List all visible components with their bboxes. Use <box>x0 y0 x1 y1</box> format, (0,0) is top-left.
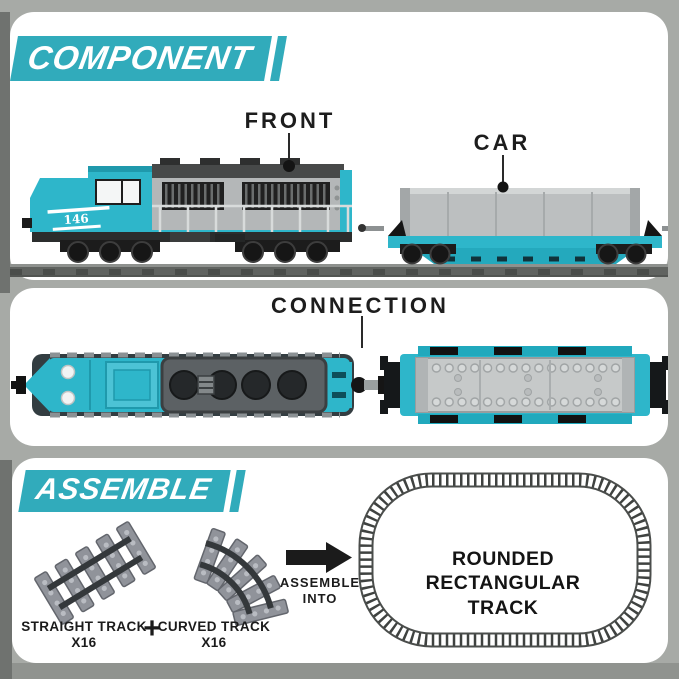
result-label-line1: ROUNDED RECTANGULAR <box>425 548 581 595</box>
rounded-rectangular-track-label: ROUNDED RECTANGULAR TRACK <box>372 547 634 620</box>
assemble-banner-label: ASSEMBLE <box>33 473 214 506</box>
locomotive-side-view: 146 <box>22 133 352 263</box>
bottom-shadow-strip <box>12 663 679 679</box>
rounded-rectangular-track-icon <box>358 472 652 648</box>
loco-number: 146 <box>63 211 89 227</box>
assemble-illustration <box>34 472 652 648</box>
cargo-car-side-view <box>358 155 668 265</box>
arrow-icon <box>286 542 352 573</box>
curved-track-name: CURVED TRACK <box>157 619 271 634</box>
train-side-view-illustration: 146 <box>10 133 668 277</box>
connection-label: CONNECTION <box>271 293 449 318</box>
curved-track-qty: X16 <box>201 634 227 650</box>
component-panel: 146 <box>10 12 668 280</box>
front-label: FRONT <box>244 108 336 133</box>
plus-sign: + <box>143 612 161 645</box>
assemble-banner: ASSEMBLE <box>18 470 231 512</box>
rail-track-side <box>10 264 668 277</box>
arrow-caption-line2: INTO <box>302 590 338 606</box>
coupling-connector <box>351 376 384 394</box>
straight-track-icon <box>34 521 156 625</box>
left-shadow-strip-bottom <box>0 460 12 679</box>
curved-track-icon <box>193 527 289 627</box>
arrow-caption-line1: ASSEMBLE <box>279 575 361 590</box>
assemble-panel <box>12 458 668 663</box>
component-banner: COMPONENT <box>10 36 272 81</box>
component-banner-label: COMPONENT <box>24 39 255 76</box>
connection-panel <box>10 288 668 446</box>
front-pointer-dot <box>283 160 295 172</box>
straight-track-qty: X16 <box>71 634 97 650</box>
car-label: CAR <box>473 130 531 155</box>
train-top-view-illustration <box>11 316 668 424</box>
straight-track-label: STRAIGHT TRACK X16 <box>14 619 154 650</box>
left-shadow-strip-top <box>0 12 10 293</box>
curved-track-label: CURVED TRACK X16 <box>144 619 284 650</box>
cargo-car-top-view <box>380 346 668 424</box>
locomotive-top-view <box>11 352 354 418</box>
result-label-line2: TRACK <box>467 596 539 619</box>
straight-track-name: STRAIGHT TRACK <box>21 619 147 634</box>
arrow-caption: ASSEMBLE INTO <box>275 575 365 606</box>
loco-nose-stripes: 146 <box>47 205 110 231</box>
car-pointer-dot <box>497 181 509 193</box>
